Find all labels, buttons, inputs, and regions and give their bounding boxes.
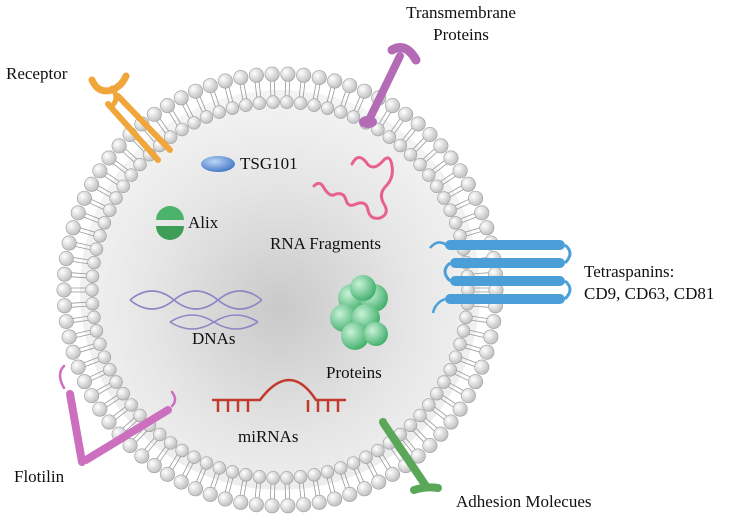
- vesicle-lumen: [80, 90, 480, 490]
- transmembrane-label-line1: Transmembrane: [406, 3, 516, 22]
- flotilin-icon: [58, 364, 177, 466]
- lipid-tails: [70, 80, 490, 500]
- tetraspanin-icon: [429, 240, 572, 314]
- receptor-icon: [88, 72, 173, 163]
- transmembrane-label-line2: Proteins: [433, 25, 489, 44]
- adhesion-molecules-label: Adhesion Molecues: [456, 492, 592, 511]
- flotilin-label: Flotilin: [14, 467, 65, 486]
- alix-icon: [156, 206, 184, 240]
- adhesion-molecule-icon: [379, 418, 442, 494]
- protein-cluster-icon: [330, 275, 388, 350]
- mirnas-label: miRNAs: [238, 427, 299, 446]
- tsg101-icon: [201, 156, 235, 172]
- mirna-icon: [212, 378, 346, 412]
- rna-fragment-icon: [312, 156, 394, 220]
- receptor-label: Receptor: [6, 64, 68, 83]
- tetraspanins-label-line1: Tetraspanins:: [584, 262, 675, 281]
- alix-label: Alix: [188, 213, 219, 232]
- dna-icon: [129, 290, 263, 330]
- proteins-label: Proteins: [326, 363, 382, 382]
- dnas-label: DNAs: [192, 329, 236, 348]
- rna-fragments-label: RNA Fragments: [270, 234, 381, 253]
- tsg101-label: TSG101: [240, 154, 298, 173]
- transmembrane-protein-icon: [359, 43, 421, 128]
- tetraspanins-label-line2: CD9, CD63, CD81: [584, 284, 715, 303]
- membrane-inner-leaflet: [85, 95, 475, 485]
